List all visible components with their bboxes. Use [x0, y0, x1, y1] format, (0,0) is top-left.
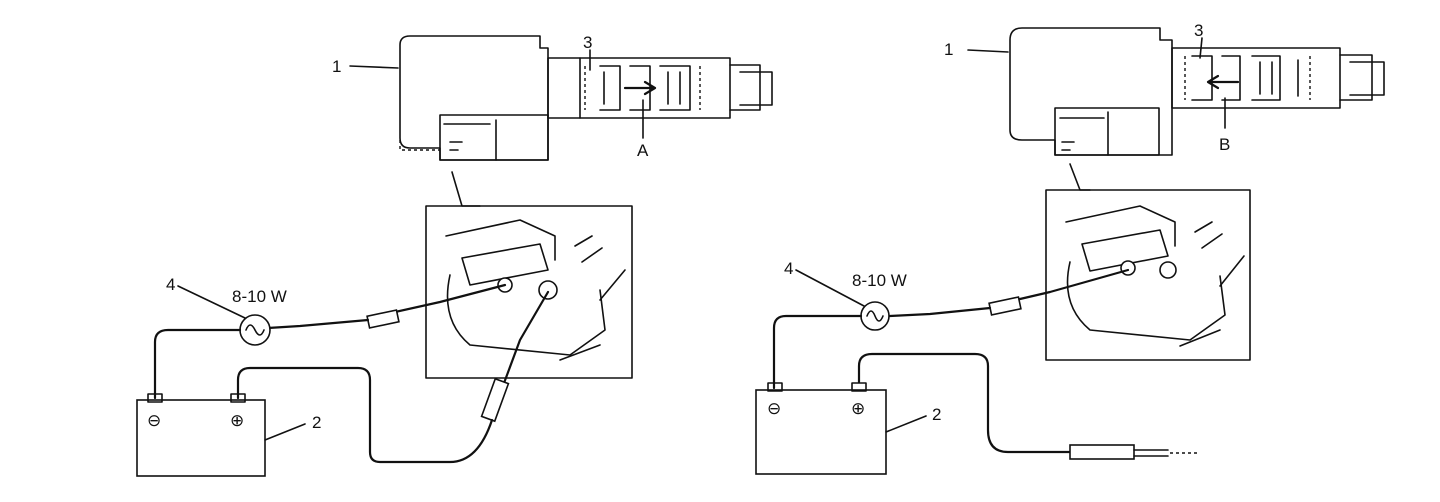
left-lamp-rating: 8-10 W	[232, 287, 287, 306]
right-callout-1: 1	[944, 40, 953, 59]
right-diagram: 1 3 B 4 8-10 W ⊖ ⊕	[755, 21, 1385, 475]
right-callout-2: 2	[932, 405, 941, 424]
left-battery-minus: ⊖	[147, 411, 161, 430]
right-solenoid	[1009, 27, 1385, 156]
right-lamp-rating: 8-10 W	[852, 271, 907, 290]
left-callout-2: 2	[312, 413, 321, 432]
right-callout-4: 4	[784, 259, 793, 278]
right-callout-B: B	[1219, 135, 1230, 154]
left-battery-plus: ⊕	[230, 411, 244, 430]
left-battery: ⊖ ⊕	[136, 393, 266, 477]
right-battery: ⊖ ⊕	[755, 382, 887, 475]
right-callout-3: 3	[1194, 21, 1203, 40]
right-battery-minus: ⊖	[767, 399, 781, 418]
left-connector-detail	[425, 205, 633, 379]
left-solenoid	[399, 35, 773, 161]
right-test-lamp	[860, 301, 890, 331]
left-callout-A: A	[637, 141, 649, 160]
right-battery-plus: ⊕	[851, 399, 865, 418]
right-connector-detail	[1045, 189, 1251, 361]
left-diagram: 1 3 A 4 8-10 W	[136, 33, 773, 477]
left-callout-1: 1	[332, 57, 341, 76]
left-test-lamp	[239, 314, 271, 346]
left-callout-4: 4	[166, 275, 175, 294]
left-callout-3: 3	[583, 33, 592, 52]
